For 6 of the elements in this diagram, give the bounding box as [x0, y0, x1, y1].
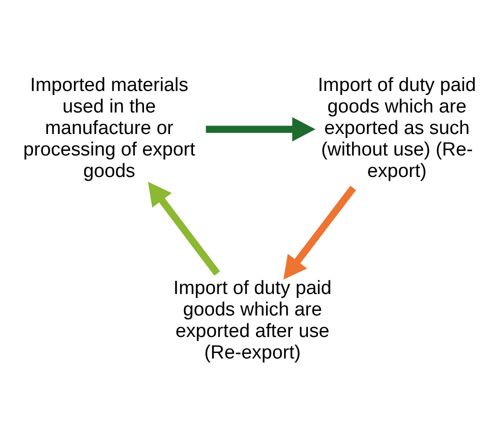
node-text: Imported materials used in the manufacture or processing of export goods: [23, 74, 196, 182]
arrow: [283, 185, 356, 280]
node-text: Import of duty paid goods which are exported as such (without use) (Re-export): [318, 74, 476, 182]
arrow: [206, 116, 316, 141]
arrow: [148, 181, 220, 276]
node-text: Import of duty paid goods which are exported after use (Re-export): [173, 277, 332, 363]
